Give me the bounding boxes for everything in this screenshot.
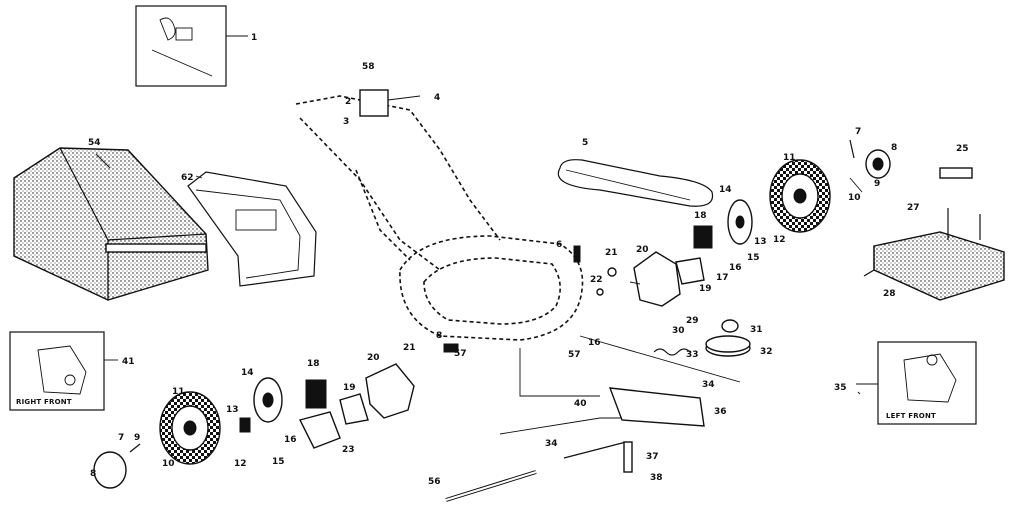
grass-bag xyxy=(13,147,209,301)
callout-4: 4 xyxy=(434,93,440,103)
callout-13-bottom: 13 xyxy=(226,405,239,415)
callout-14-bottom: 14 xyxy=(241,368,254,378)
callout-33: 33 xyxy=(686,350,699,360)
callout-9-bottom: 9 xyxy=(134,433,140,443)
leader-lines xyxy=(95,153,863,395)
callout-2: 2 xyxy=(345,97,351,107)
callout-8-top: 8 xyxy=(891,143,897,153)
callout-31: 31 xyxy=(750,325,763,335)
drive-gear-left xyxy=(239,377,283,433)
caption-left-front: LEFT FRONT xyxy=(886,412,936,420)
callout-41: 41 xyxy=(122,357,135,367)
callout-labels: 1 58 2 3 4 54 62 5 11 7 8 9 10 14 18 12 … xyxy=(88,33,969,487)
callout-57-center: 57 xyxy=(568,350,581,360)
callout-13-top: 13 xyxy=(754,237,767,247)
callout-22: 22 xyxy=(590,275,603,285)
callout-34-bottom: 34 xyxy=(545,439,558,449)
callout-36: 36 xyxy=(714,407,727,417)
inset-left-front xyxy=(856,341,977,425)
callout-11-top: 11 xyxy=(783,153,796,163)
callout-54: 54 xyxy=(88,138,101,148)
callout-19-top: 19 xyxy=(699,284,712,294)
spring-33 xyxy=(653,348,691,356)
inset-cable-assembly xyxy=(135,5,248,87)
callout-21-top: 21 xyxy=(605,248,618,258)
callout-18-bottom: 18 xyxy=(307,359,320,369)
callout-10-top: 10 xyxy=(848,193,861,203)
hub-cap-right xyxy=(849,139,891,179)
caption-right-front: RIGHT FRONT xyxy=(16,398,72,406)
callout-15-bottom: 15 xyxy=(272,457,285,467)
callout-20-top: 20 xyxy=(636,245,649,255)
callout-37: 37 xyxy=(646,452,659,462)
drive-bracket-left xyxy=(298,363,415,449)
pinion-gear-left xyxy=(305,379,327,409)
callout-32: 32 xyxy=(760,347,773,357)
callout-14-top: 14 xyxy=(719,185,732,195)
callout-3: 3 xyxy=(343,117,349,127)
callout-29: 29 xyxy=(686,316,699,326)
callout-15-top: 15 xyxy=(747,253,760,263)
callout-27: 27 xyxy=(907,203,920,213)
callout-16-bottom: 16 xyxy=(284,435,297,445)
inset-right-front xyxy=(9,331,118,411)
callout-12-bottom: 12 xyxy=(234,459,247,469)
callout-23: 23 xyxy=(342,445,355,455)
mounting-hardware xyxy=(443,245,617,353)
drive-belt xyxy=(557,159,714,207)
callout-10-bottom: 10 xyxy=(162,459,175,469)
callout-57-left: 57 xyxy=(454,349,467,359)
callout-16-top: 16 xyxy=(729,263,742,273)
callout-8-center: 8 xyxy=(436,331,442,341)
callout-62: 62 xyxy=(181,173,194,183)
drive-bracket-right xyxy=(633,251,705,307)
callout-25: 25 xyxy=(956,144,969,154)
wheel-front-left xyxy=(159,391,221,465)
rear-deflector xyxy=(863,167,1005,301)
callout-34-top: 34 xyxy=(702,380,715,390)
callout-38: 38 xyxy=(650,473,663,483)
callout-20-bottom: 20 xyxy=(367,353,380,363)
rod-56 xyxy=(445,470,537,502)
callout-19-bottom: 19 xyxy=(343,383,356,393)
drive-gear-right xyxy=(693,199,753,249)
callout-40: 40 xyxy=(574,399,587,409)
hub-cap-left xyxy=(93,443,141,489)
callout-11-bottom: 11 xyxy=(172,387,185,397)
callout-16-center: 16 xyxy=(588,338,601,348)
front-axle-assembly xyxy=(563,387,705,473)
callout-18-top: 18 xyxy=(694,211,707,221)
callout-7-top: 7 xyxy=(855,127,861,137)
callout-30: 30 xyxy=(672,326,685,336)
callout-58: 58 xyxy=(362,62,375,72)
callout-5: 5 xyxy=(582,138,588,148)
wheel-rear-right xyxy=(769,159,831,233)
callout-17: 17 xyxy=(716,273,729,283)
callout-7-bottom: 7 xyxy=(118,433,124,443)
mower-deck xyxy=(399,235,584,341)
callout-35: 35 xyxy=(834,383,847,393)
grass-bag-frame xyxy=(187,171,317,287)
callout-1: 1 xyxy=(251,33,257,43)
callout-56: 56 xyxy=(428,477,441,487)
callout-9-top: 9 xyxy=(874,179,880,189)
pulley-assembly xyxy=(705,319,751,357)
handle-assembly xyxy=(295,89,501,271)
callout-28: 28 xyxy=(883,289,896,299)
callout-12-top: 12 xyxy=(773,235,786,245)
callout-21-bottom: 21 xyxy=(403,343,416,353)
callout-8-bottom: 8 xyxy=(90,469,96,479)
callout-6: 6 xyxy=(556,240,562,250)
